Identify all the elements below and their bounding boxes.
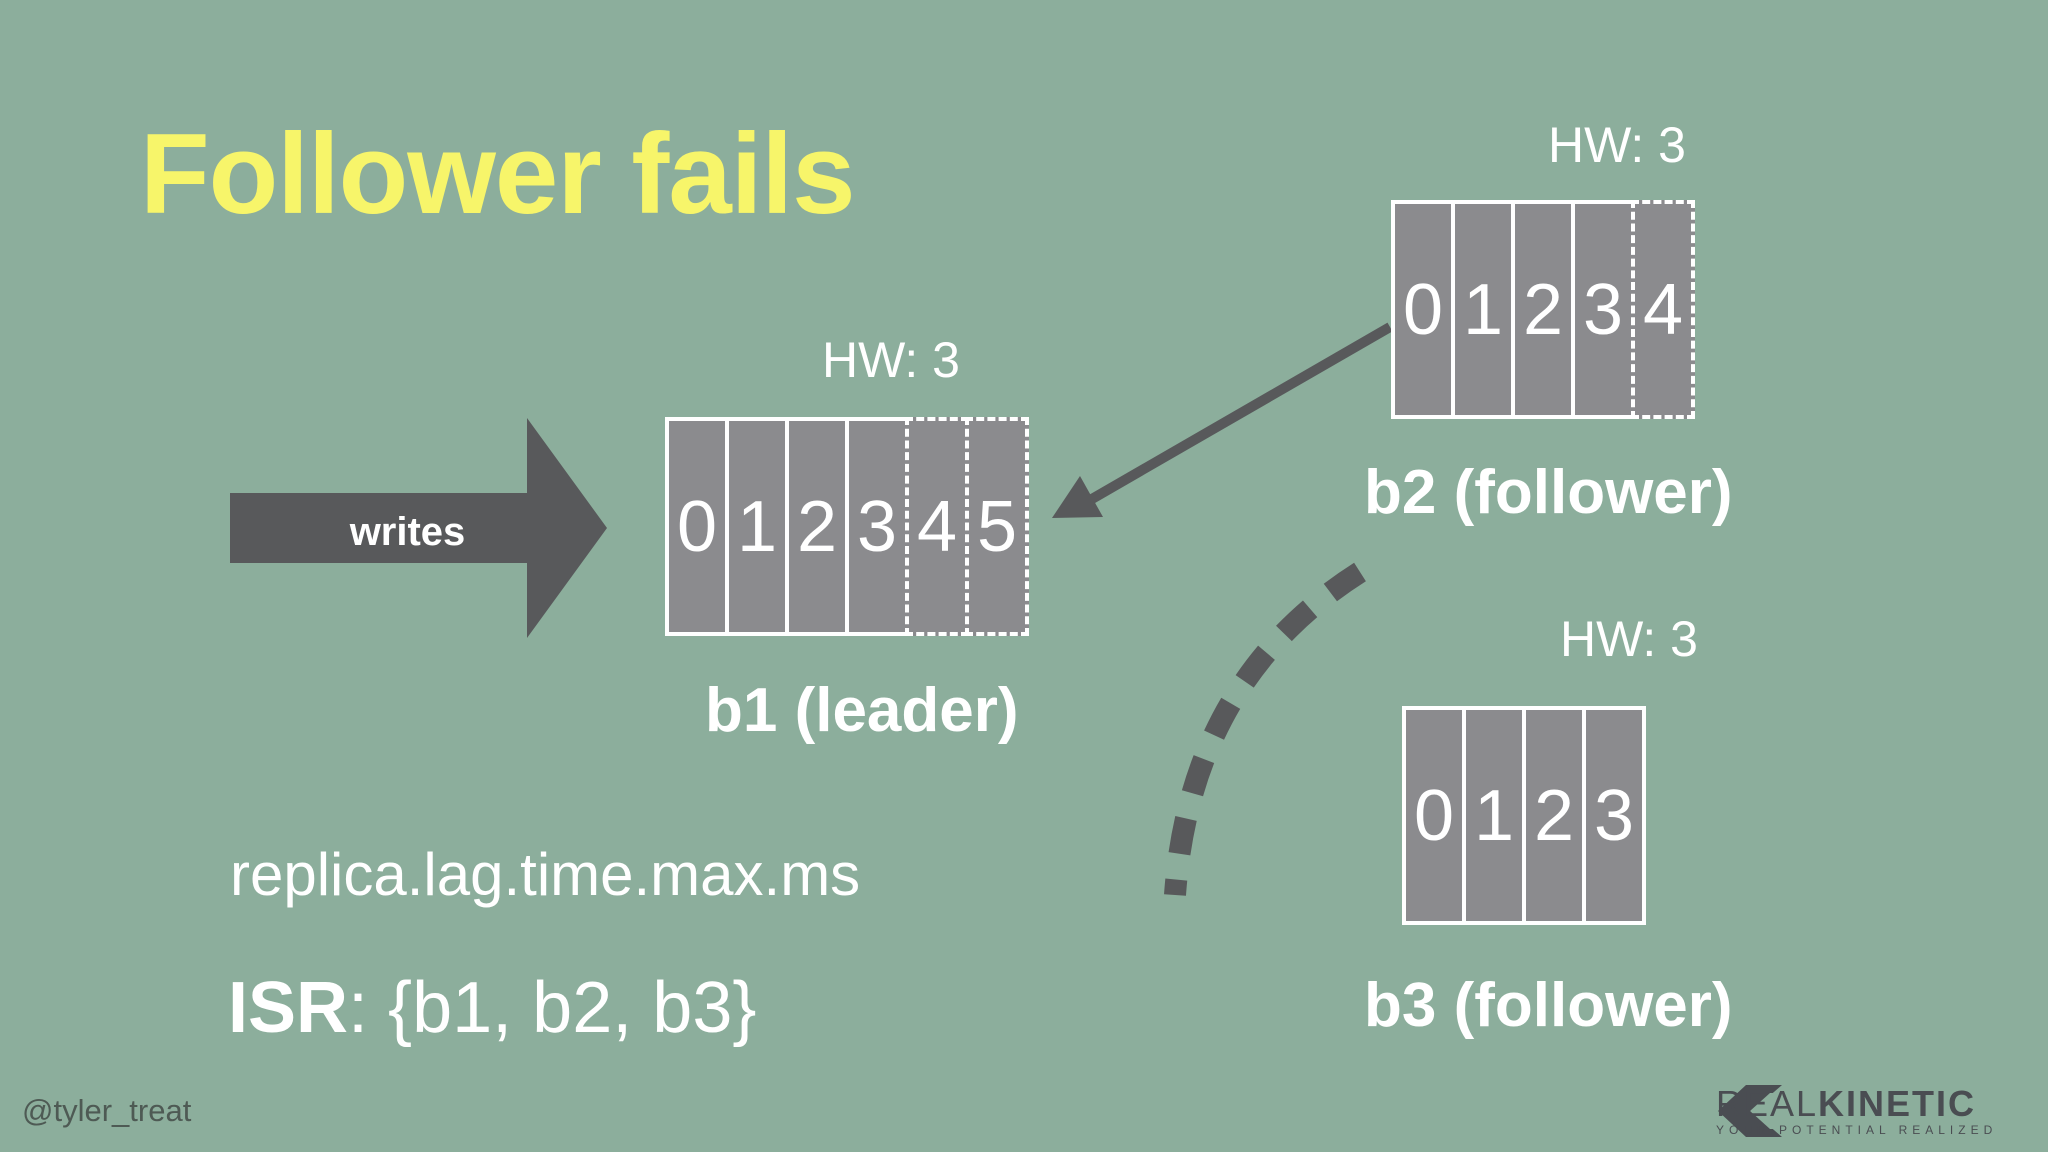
b1-log-offset-5: 5: [965, 417, 1029, 636]
isr-label: ISR: [228, 968, 349, 1048]
b2-log-offset-1: 1: [1451, 200, 1515, 419]
twitter-handle: @tyler_treat: [22, 1093, 192, 1128]
b2-high-watermark: HW: 3: [1548, 117, 1686, 173]
brand-chevron-inner: [1750, 1093, 1786, 1129]
replication-arrow-head: [1052, 476, 1103, 518]
b3-log-offset-3: 3: [1582, 706, 1646, 925]
brand-name-regular: REAL: [1716, 1083, 1819, 1124]
b3-log-offset-2: 2: [1522, 706, 1586, 925]
config-setting: replica.lag.time.max.ms: [230, 841, 861, 908]
replication-arrow-line: [1082, 322, 1393, 508]
writes-label: writes: [349, 510, 466, 554]
b1-high-watermark: HW: 3: [822, 332, 960, 388]
brand-name: REALKINETIC: [1716, 1086, 1997, 1122]
writes-arrow: [230, 418, 607, 638]
brand-logo: REALKINETIC YOUR POTENTIAL REALIZED: [1716, 1086, 1998, 1137]
isr-members: : {b1, b2, b3}: [348, 968, 757, 1048]
b1-log-offset-0: 0: [665, 417, 729, 636]
brand-name-bold: KINETIC: [1818, 1083, 1977, 1124]
failure-arc: [1164, 562, 1366, 896]
b3-label: b3 (follower): [1364, 971, 1733, 1040]
b1-label: b1 (leader): [705, 676, 1019, 745]
b2-log-offset-2: 2: [1511, 200, 1575, 419]
b2-log-offset-4: 4: [1631, 200, 1695, 419]
b3-log-offset-1: 1: [1462, 706, 1526, 925]
slide-title: Follower fails: [140, 111, 855, 238]
b2-label: b2 (follower): [1364, 458, 1733, 527]
b3-high-watermark: HW: 3: [1560, 611, 1698, 667]
brand-tagline: YOUR POTENTIAL REALIZED: [1716, 1123, 1998, 1137]
isr-set: ISR: {b1, b2, b3}: [228, 972, 756, 1044]
